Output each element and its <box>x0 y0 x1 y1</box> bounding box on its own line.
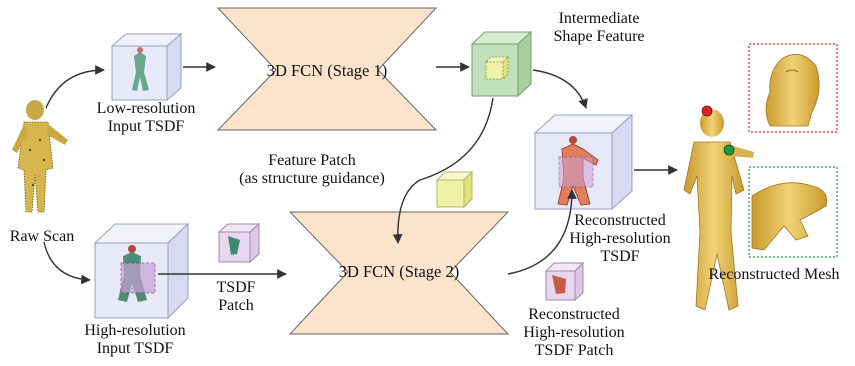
reconstructed-tsdf-label: Reconstructed High-resolution TSDF <box>569 212 671 265</box>
fcn-stage2-block: 3D FCN (Stage 2) <box>288 211 510 335</box>
head-marker-red <box>701 105 713 117</box>
intermediate-feature-label: Intermediate Shape Feature <box>553 10 645 45</box>
feature-patch-cube <box>435 170 474 209</box>
arrows <box>43 62 678 285</box>
tsdf-patch-cube <box>217 222 261 264</box>
reconstructed-mesh-label: Reconstructed Mesh <box>708 266 840 283</box>
reconstructed-patch-label: Reconstructed High-resolution TSDF Patch <box>523 306 625 359</box>
low-res-input-cube <box>110 32 183 102</box>
fcn-stage1-block: 3D FCN (Stage 1) <box>216 7 438 131</box>
intermediate-feature-cube <box>470 30 533 98</box>
arrow-fcn2-to-reconstructed <box>507 189 577 275</box>
raw-scan-figure <box>12 100 68 213</box>
arrow-feature-to-fcn2 <box>392 97 494 244</box>
arrow-scan-to-lowres <box>45 65 105 109</box>
high-res-input-cube <box>93 222 190 320</box>
reconstructed-tsdf-cube <box>533 113 634 211</box>
arrow-scan-to-highres <box>43 241 91 285</box>
fcn-stage1-label: 3D FCN (Stage 1) <box>267 61 388 80</box>
reconstructed-mesh-figure <box>683 105 754 311</box>
arrow-feature-to-reconstructed <box>532 69 588 109</box>
high-res-input-label: High-resolution Input TSDF <box>84 322 186 357</box>
feature-patch-label: Feature Patch (as structure guidance) <box>239 152 385 187</box>
raw-scan-label: Raw Scan <box>9 228 75 245</box>
fcn-stage2-label: 3D FCN (Stage 2) <box>339 262 460 281</box>
zoom-head-box <box>748 43 838 133</box>
zoom-hand-box <box>748 166 838 258</box>
reconstructed-tsdf-patch-cube <box>544 261 585 302</box>
low-res-input-label: Low-resolution Input TSDF <box>96 100 196 135</box>
hand-marker-green <box>723 144 735 156</box>
tsdf-patch-label: TSDF Patch <box>216 279 256 314</box>
